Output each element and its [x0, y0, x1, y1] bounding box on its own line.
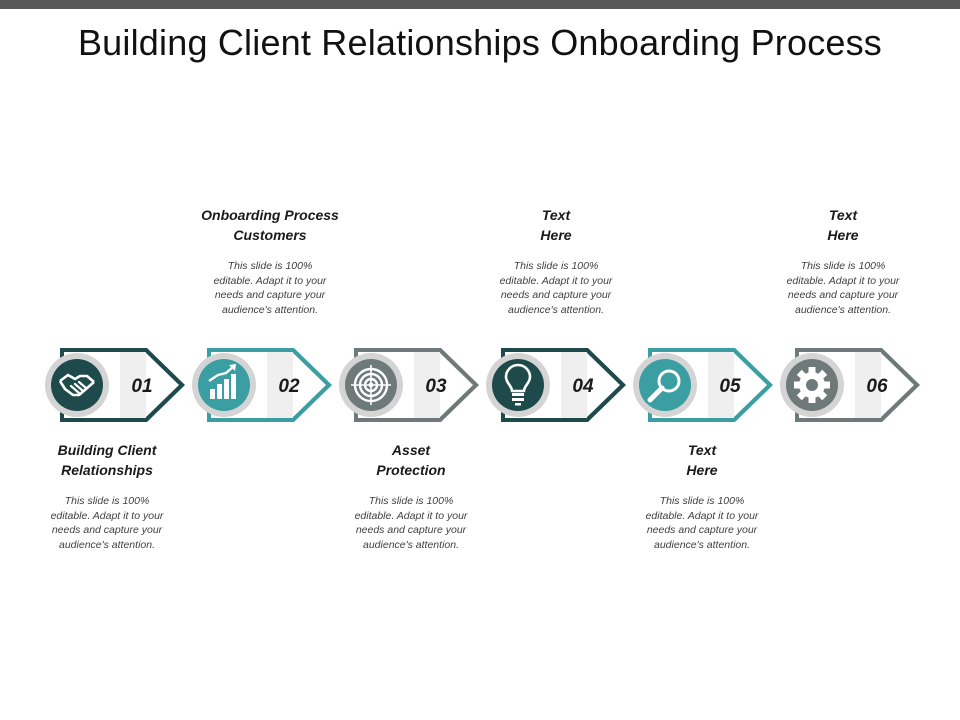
icon-circle [492, 359, 544, 411]
step-number: 05 [719, 376, 741, 397]
number-panel [561, 352, 587, 418]
step-description: This slide is 100% editable. Adapt it to… [213, 260, 327, 316]
magnifier-icon [647, 369, 681, 403]
step-description: This slide is 100% editable. Adapt it to… [354, 495, 468, 551]
top-bar [0, 0, 960, 9]
step-title: Onboarding Process Customers [201, 207, 339, 243]
step-number: 03 [425, 376, 447, 397]
step-number: 01 [131, 376, 152, 397]
number-panel [855, 352, 881, 418]
slide-title: Building Client Relationships Onboarding… [77, 22, 883, 63]
step-description: This slide is 100% editable. Adapt it to… [645, 495, 759, 551]
step-description: This slide is 100% editable. Adapt it to… [499, 260, 613, 316]
step-title: Text Here [827, 207, 859, 243]
step-title: Building Client Relationships [57, 442, 157, 478]
step-05: 05 [633, 348, 773, 422]
number-panel [708, 352, 734, 418]
number-panel [414, 352, 440, 418]
step-04: 04 [486, 348, 626, 422]
step-06: 06 [780, 348, 920, 422]
step-01: 01 [45, 348, 185, 422]
growth-chart-icon [208, 364, 236, 399]
step-02: 02 [192, 348, 332, 422]
gear-icon [794, 367, 830, 403]
target-icon [351, 365, 391, 405]
step-description: This slide is 100% editable. Adapt it to… [786, 260, 900, 316]
step-title: Text Here [540, 207, 572, 243]
step-03: 03 [339, 348, 479, 422]
step-number: 02 [278, 376, 300, 397]
step-title: Text Here [686, 442, 718, 478]
number-panel [267, 352, 293, 418]
lightbulb-icon [504, 363, 532, 406]
step-number: 04 [572, 376, 594, 397]
handshake-icon [58, 373, 95, 397]
step-title: Asset Protection [376, 442, 446, 478]
icon-circle [639, 359, 691, 411]
step-description: This slide is 100% editable. Adapt it to… [50, 495, 164, 551]
number-panel [120, 352, 146, 418]
step-number: 06 [866, 376, 888, 397]
